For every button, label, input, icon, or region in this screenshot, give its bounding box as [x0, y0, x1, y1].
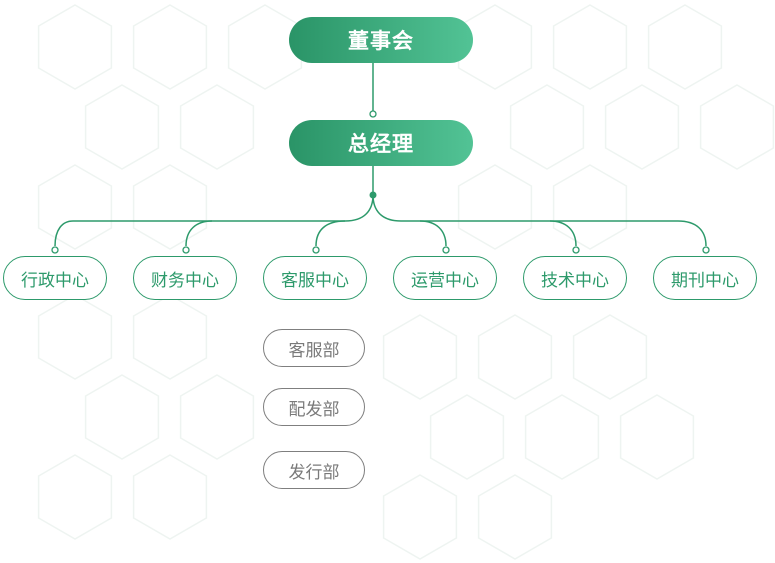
general-manager-label: 总经理: [348, 132, 414, 156]
general-manager-node: 总经理: [289, 120, 473, 166]
background-hexagon: [84, 84, 160, 170]
center-label: 运营中心: [411, 270, 479, 291]
center-node-admin: 行政中心: [3, 256, 107, 300]
background-hexagon: [509, 84, 585, 170]
dept-node-service: 客服部: [263, 329, 365, 367]
dept-node-distribution: 配发部: [263, 388, 365, 426]
board-label: 董事会: [348, 29, 414, 53]
background-hexagon: [37, 164, 113, 250]
background-hexagon: [37, 454, 113, 540]
background-hexagon: [572, 314, 648, 400]
background-hexagon: [179, 84, 255, 170]
board-node: 董事会: [289, 17, 473, 63]
background-hexagon: [132, 454, 208, 540]
center-node-tech: 技术中心: [523, 256, 627, 300]
background-hexagon: [552, 4, 628, 90]
center-label: 客服中心: [281, 270, 349, 291]
dept-label: 配发部: [288, 399, 340, 420]
background-hexagon: [179, 374, 255, 460]
background-hexagon: [552, 164, 628, 250]
background-hexagon: [619, 394, 695, 480]
background-hexagon: [37, 4, 113, 90]
dept-node-publishing: 发行部: [263, 451, 365, 489]
background-hexagon: [457, 164, 533, 250]
background-hexagon: [524, 394, 600, 480]
background-hexagon: [477, 474, 553, 560]
background-hexagon: [699, 84, 775, 170]
center-node-operation: 运营中心: [393, 256, 497, 300]
center-node-journal: 期刊中心: [653, 256, 757, 300]
center-node-finance: 财务中心: [133, 256, 237, 300]
background-hexagon: [382, 314, 458, 400]
background-hexagon: [132, 4, 208, 90]
background-hexagon: [429, 394, 505, 480]
center-label: 技术中心: [541, 270, 609, 291]
center-label: 行政中心: [21, 270, 89, 291]
background-hexagon: [132, 164, 208, 250]
background-hexagon: [382, 474, 458, 560]
center-label: 期刊中心: [671, 270, 739, 291]
background-hexagon: [647, 4, 723, 90]
dept-label: 发行部: [288, 462, 340, 483]
background-hexagon: [132, 294, 208, 380]
background-hexagon: [84, 374, 160, 460]
dept-label: 客服部: [288, 340, 340, 361]
background-hexagon: [477, 314, 553, 400]
background-hexagon: [37, 294, 113, 380]
background-hexagon: [604, 84, 680, 170]
center-node-service: 客服中心: [263, 256, 367, 300]
center-label: 财务中心: [151, 270, 219, 291]
